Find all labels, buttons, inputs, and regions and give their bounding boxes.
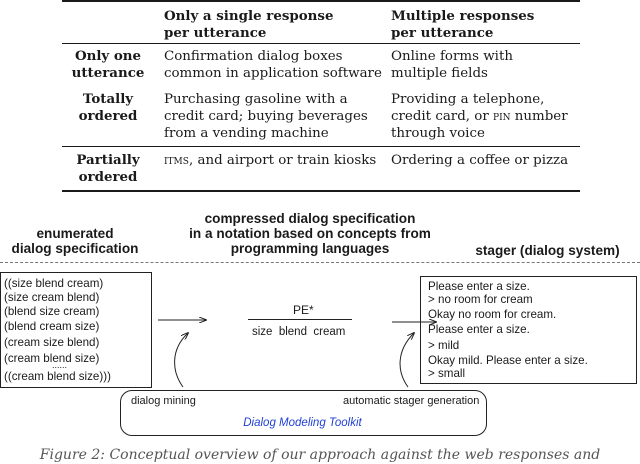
row-header-partially: Partially ordered bbox=[76, 152, 140, 185]
stager-line: > no room for cream bbox=[428, 293, 533, 306]
enum-item: (size cream blend) bbox=[4, 291, 100, 304]
stager-line: Please enter a size. bbox=[428, 280, 530, 293]
cell-totally-single: Purchasing gasoline with a credit card; … bbox=[164, 92, 368, 141]
curve-arrow-mining bbox=[174, 333, 188, 388]
table-bottom-rule bbox=[62, 190, 580, 192]
auto-stager-label: automatic stager generation bbox=[343, 395, 480, 407]
stager-line: > small bbox=[428, 367, 466, 380]
toolkit-label: Dialog Modeling Toolkit bbox=[243, 417, 362, 429]
cell-only-one-multiple: Online forms with multiple fields bbox=[391, 49, 513, 81]
table-top-rule bbox=[62, 0, 580, 2]
table-row-rule bbox=[62, 146, 580, 147]
figure-caption: Figure 2: Conceptual overview of our app… bbox=[39, 447, 601, 463]
stager-line: > mild bbox=[428, 339, 460, 352]
pe-label: PE* bbox=[293, 303, 314, 317]
enum-item: ((cream blend size))) bbox=[4, 370, 111, 383]
cell-totally-multiple-pre: Providing a telephone, credit card, or bbox=[391, 92, 545, 124]
itms-abbrev: itms bbox=[164, 153, 189, 168]
table-header-rule bbox=[62, 43, 580, 44]
dialog-mining-label: dialog mining bbox=[131, 395, 196, 407]
pin-abbrev: pin bbox=[493, 109, 511, 124]
row-header-only-one: Only one utterance bbox=[71, 48, 145, 81]
cell-only-one-single: Confirmation dialog boxes common in appl… bbox=[164, 49, 382, 81]
pe-terms: size blend cream bbox=[252, 326, 346, 338]
enum-item: (blend size cream) bbox=[4, 305, 100, 318]
toolkit-box bbox=[120, 390, 487, 436]
pe-fraction-bar bbox=[248, 319, 352, 320]
enum-heading: enumerated dialog specification bbox=[11, 226, 139, 256]
enum-item: ((size blend cream) bbox=[4, 277, 104, 290]
enum-item: (cream blend size) bbox=[4, 352, 100, 365]
cell-partially-single-post: , and airport or train kiosks bbox=[188, 153, 377, 168]
stager-line: Okay no room for cream. bbox=[428, 308, 557, 321]
cell-totally-multiple: Providing a telephone, credit card, or p… bbox=[391, 91, 568, 142]
cell-partially-multiple: Ordering a coffee or pizza bbox=[391, 153, 569, 168]
row-header-totally: Totally ordered bbox=[78, 91, 138, 124]
enum-item: (cream size blend) bbox=[4, 336, 100, 349]
curve-arrow-generation bbox=[399, 333, 414, 388]
stager-heading: stager (dialog system) bbox=[475, 243, 620, 258]
col-header-multiple: Multiple responses per utterance bbox=[391, 8, 535, 41]
stager-line: Okay mild. Please enter a size. bbox=[428, 354, 588, 367]
cell-partially-single: itms, and airport or train kiosks bbox=[164, 152, 376, 169]
cell-totally-multiple-post: number through voice bbox=[391, 109, 568, 141]
enum-box bbox=[0, 272, 152, 388]
stager-box bbox=[420, 276, 637, 384]
enum-ellipsis: ...... bbox=[52, 360, 68, 370]
stager-line: Please enter a size. bbox=[428, 323, 530, 336]
classification-table: Only a single response per utterance Mul… bbox=[0, 0, 640, 196]
compressed-heading: compressed dialog specification in a not… bbox=[189, 211, 431, 256]
col-header-single: Only a single response per utterance bbox=[164, 8, 334, 41]
enum-item: (blend cream size) bbox=[4, 320, 100, 333]
dashed-separator bbox=[0, 262, 640, 263]
